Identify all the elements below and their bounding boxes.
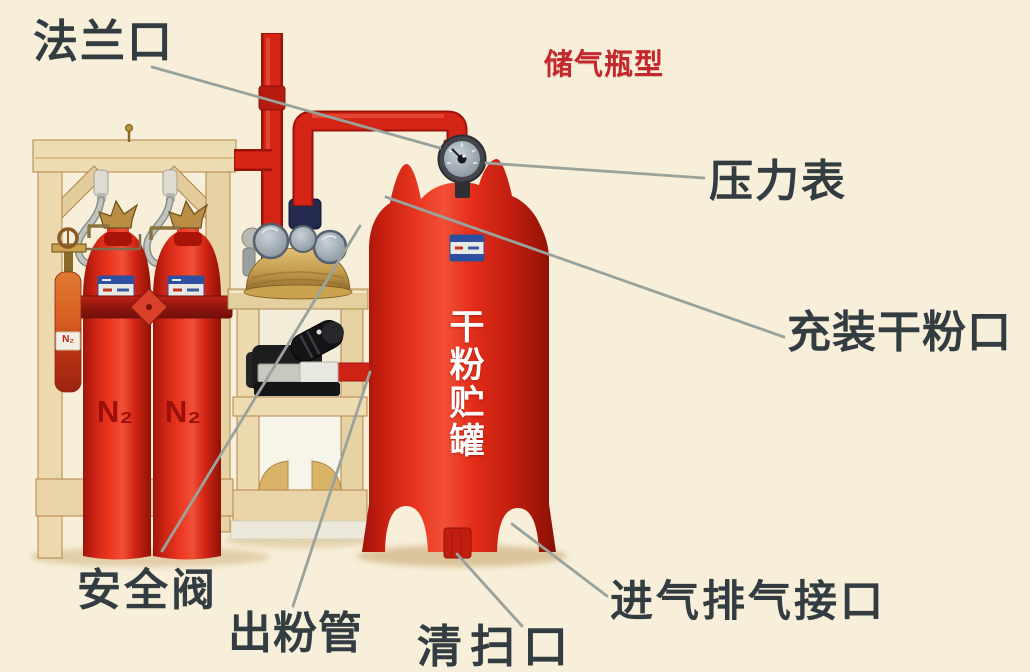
pressure-regulator-assembly <box>241 198 353 300</box>
pilot-cylinder <box>51 227 142 393</box>
tank-name-text: 干粉贮罐 <box>449 308 485 461</box>
cylinder-1-gas-marking: N₂ <box>96 394 134 429</box>
cleaning-port-stub <box>443 527 472 559</box>
pilot-cylinder-gas-marking: N₂ <box>62 334 74 345</box>
system-type-title: 储气瓶型 <box>544 49 665 81</box>
tank-pressure-gauge <box>437 134 487 198</box>
callout-powder-outlet-pipe: 出粉管 <box>228 609 363 658</box>
leader-line-safety-valve <box>160 224 362 553</box>
callout-pressure-gauge: 压力表 <box>709 157 847 206</box>
leader-line-flange-port <box>150 65 442 150</box>
rack-top-pin-icon <box>125 124 133 142</box>
cylinder-valve-1-icon <box>87 199 139 238</box>
leader-line-powder-outlet-pipe <box>291 370 372 608</box>
callout-flange-port: 法兰口 <box>33 16 175 67</box>
dry-powder-tank <box>362 158 556 559</box>
leader-line-powder-filling-port <box>384 195 786 339</box>
callout-cleaning-port: 清扫口 <box>417 621 577 672</box>
leader-lines <box>150 65 786 628</box>
manifold-fittings <box>93 169 178 202</box>
cylinder-2-gas-marking: N₂ <box>164 394 202 429</box>
cylinder-valve-2-icon <box>149 199 209 240</box>
leader-line-pressure-gauge <box>484 161 706 180</box>
callout-powder-filling-port: 充装干粉口 <box>787 308 1012 357</box>
tank-label-sticker <box>449 234 485 262</box>
leader-line-cleaning-port <box>455 552 524 628</box>
callout-safety-valve: 安全阀 <box>77 566 218 615</box>
powder-pump-unit <box>246 320 344 396</box>
nitrogen-cylinder-1 <box>83 221 151 560</box>
callout-gas-inlet-exhaust-port: 进气排气接口 <box>610 578 886 626</box>
leader-line-gas-inlet-exhaust-port <box>510 522 609 598</box>
